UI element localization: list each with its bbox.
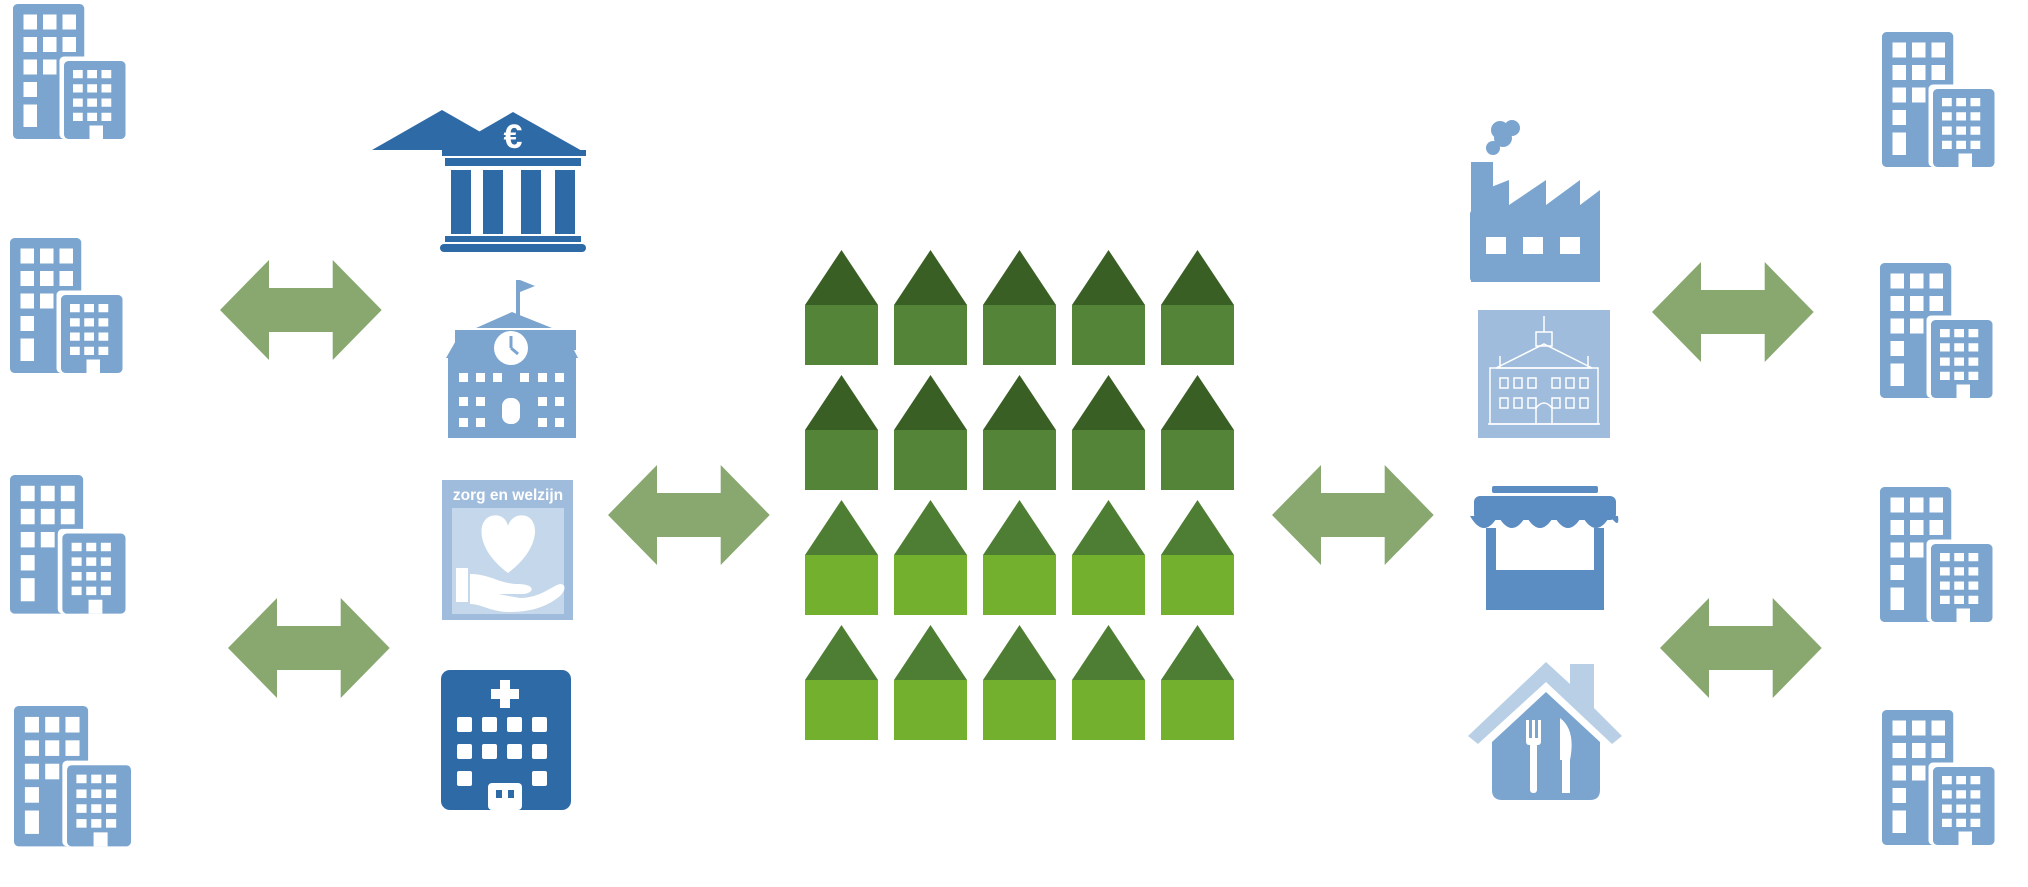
svg-text:€: € — [504, 118, 523, 156]
double-arrow-icon — [228, 598, 390, 698]
town-hall-icon — [1478, 310, 1610, 438]
office-buildings-icon — [10, 475, 126, 614]
house-icon — [805, 625, 878, 740]
double-arrow-icon — [220, 260, 382, 360]
double-arrow-icon — [608, 465, 770, 565]
house-icon — [1161, 625, 1234, 740]
restaurant-icon — [1466, 658, 1626, 800]
right-services — [1466, 120, 1626, 800]
left-services: € — [372, 110, 586, 810]
office-buildings-icon — [1882, 710, 1995, 845]
house-icon — [894, 250, 967, 365]
office-buildings-icon — [1880, 487, 1993, 622]
house-icon — [1161, 500, 1234, 615]
office-buildings-icon — [14, 706, 131, 847]
school-icon — [445, 274, 578, 440]
house-icon — [1072, 375, 1145, 490]
hospital-icon — [441, 670, 571, 810]
double-arrow-icon — [1660, 598, 1822, 698]
house-icon — [983, 375, 1056, 490]
housing-grid-icon — [805, 250, 1234, 740]
house-icon — [1072, 500, 1145, 615]
care-welfare-icon: zorg en welzijn — [442, 480, 573, 620]
office-buildings-icon — [1882, 32, 1995, 167]
house-icon — [983, 250, 1056, 365]
house-icon — [1161, 250, 1234, 365]
left-buildings — [10, 4, 131, 847]
office-buildings-icon — [10, 238, 123, 373]
house-icon — [805, 250, 878, 365]
bank-euro-icon: € — [372, 110, 586, 252]
office-buildings-icon — [13, 4, 126, 139]
house-icon — [1072, 250, 1145, 365]
double-arrow-icon — [1272, 465, 1434, 565]
house-icon — [1161, 375, 1234, 490]
shop-icon — [1470, 486, 1619, 610]
factory-icon — [1470, 120, 1600, 282]
care-tile-label: zorg en welzijn — [453, 487, 563, 504]
right-buildings — [1880, 32, 1995, 845]
house-icon — [983, 500, 1056, 615]
house-icon — [894, 375, 967, 490]
house-icon — [805, 375, 878, 490]
house-icon — [805, 500, 878, 615]
office-buildings-icon — [1880, 263, 1993, 398]
house-icon — [983, 625, 1056, 740]
house-icon — [894, 500, 967, 615]
house-icon — [1072, 625, 1145, 740]
double-arrow-icon — [1652, 262, 1814, 362]
house-icon — [894, 625, 967, 740]
